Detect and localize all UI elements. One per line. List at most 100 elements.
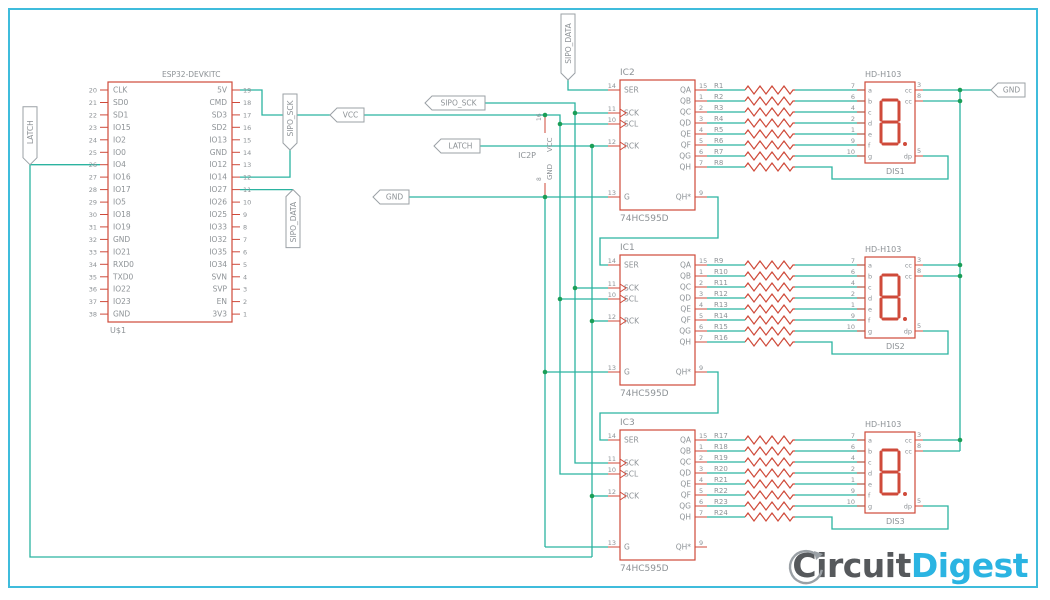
pin-number: 8 [917,442,921,450]
segment-label: c [868,459,872,467]
net-flag-label: LATCH [449,142,473,151]
pin-name: SD0 [113,98,129,107]
pin-name: QC [680,108,691,117]
resistor [744,468,795,478]
pin-number: 3 [699,115,703,123]
resistor [744,293,795,303]
resistor-label: R14 [714,312,728,320]
pin-name: SER [624,436,639,445]
pin-name: QC [680,458,691,467]
pin-number: 28 [89,186,97,194]
clock-mark [619,294,627,304]
pin-number: 4 [699,476,703,484]
power-refdes: IC2P [518,151,536,160]
pin-name: RXD0 [113,260,134,269]
resistor-label: R10 [714,268,728,276]
pin-number: 7 [699,334,703,342]
pin-name: QE [680,480,691,489]
segment-label: e [868,481,872,489]
pin-name: QF [681,491,691,500]
pin-number: 10 [608,291,616,299]
pin-name: IO21 [113,247,131,256]
segment-label: d [868,470,872,478]
pin-number: 3 [917,81,921,89]
pin-name: QH [679,163,691,172]
pin-number: 7 [699,509,703,517]
pin-number: 18 [243,99,251,107]
pin-number: 11 [243,186,251,194]
display-refdes: DIS3 [886,517,905,526]
pin-name: QB [680,97,691,106]
net-flag [433,138,481,154]
pin-number: 10 [608,466,616,474]
pin-number: 12 [608,488,616,496]
decimal-point [903,317,907,321]
net-wire [425,102,608,464]
pin-number: 17 [243,111,251,119]
resistor-label: R13 [714,301,728,309]
pin-name: SD1 [113,110,129,119]
segment-label: cc [905,262,913,270]
pin-number: 3 [243,286,247,294]
pin-number: 4 [699,301,703,309]
pin-number: 14 [608,82,616,90]
pin-number: 26 [89,161,97,169]
junction-dot [557,296,563,302]
seven-segment-digit [879,273,901,321]
pin-name: SCK [624,109,640,118]
resistor [744,315,795,325]
seven-segment-digit [879,98,901,146]
ic-partname: 74HC595D [620,214,669,224]
ic-partname: 74HC595D [620,389,669,399]
clock-mark [619,458,627,468]
pin-name: IO2 [113,135,126,144]
pin-name: 3V3 [212,310,227,319]
pin-name: IO33 [209,222,227,231]
resistor-label: R24 [714,509,728,517]
resistor-label: R4 [714,115,724,123]
pin-number: 30 [89,211,97,219]
pin-name: SCK [624,459,640,468]
pin-number: 9 [699,364,703,372]
pin-number: 4 [243,273,247,281]
pin-name: IO12 [209,160,227,169]
pin-number: 13 [243,161,251,169]
pin-name: SD2 [212,123,228,132]
net-wire [795,505,949,530]
pin-name: IO15 [113,123,131,132]
net-flag-label: VCC [343,111,359,120]
pin-number: 9 [243,211,247,219]
pin-number: 1 [851,476,855,484]
clock-mark [619,108,627,118]
net-wire [599,371,719,441]
pin-name: EN [217,297,227,306]
decimal-point [903,492,907,496]
ic-partname: 74HC595D [620,564,669,574]
segment-label: b [868,448,872,456]
pin-name: RCK [624,142,640,151]
power-pin-name: GND [546,164,554,180]
segment-label: g [868,153,872,161]
pin-name: QH* [676,543,692,552]
pin-name: QG [679,327,691,336]
resistor [744,85,795,95]
segment-label: g [868,328,872,336]
resistor [744,435,795,445]
pin-number: 36 [89,286,97,294]
resistor-label: R16 [714,334,728,342]
pin-number: 1 [243,311,247,319]
pin-number: 10 [243,199,251,207]
resistor [744,501,795,511]
pin-name: QF [681,316,691,325]
pin-number: 2 [699,454,703,462]
display-refdes: DIS1 [886,167,905,176]
pin-number: 34 [89,261,97,269]
pin-name: IO27 [209,185,227,194]
resistor-label: R23 [714,498,728,506]
pin-number: 3 [917,431,921,439]
pin-name: RCK [624,492,640,501]
pin-name: QA [680,436,692,445]
resistor-label: R9 [714,257,723,265]
resistor [744,512,795,522]
clock-mark [619,491,627,501]
